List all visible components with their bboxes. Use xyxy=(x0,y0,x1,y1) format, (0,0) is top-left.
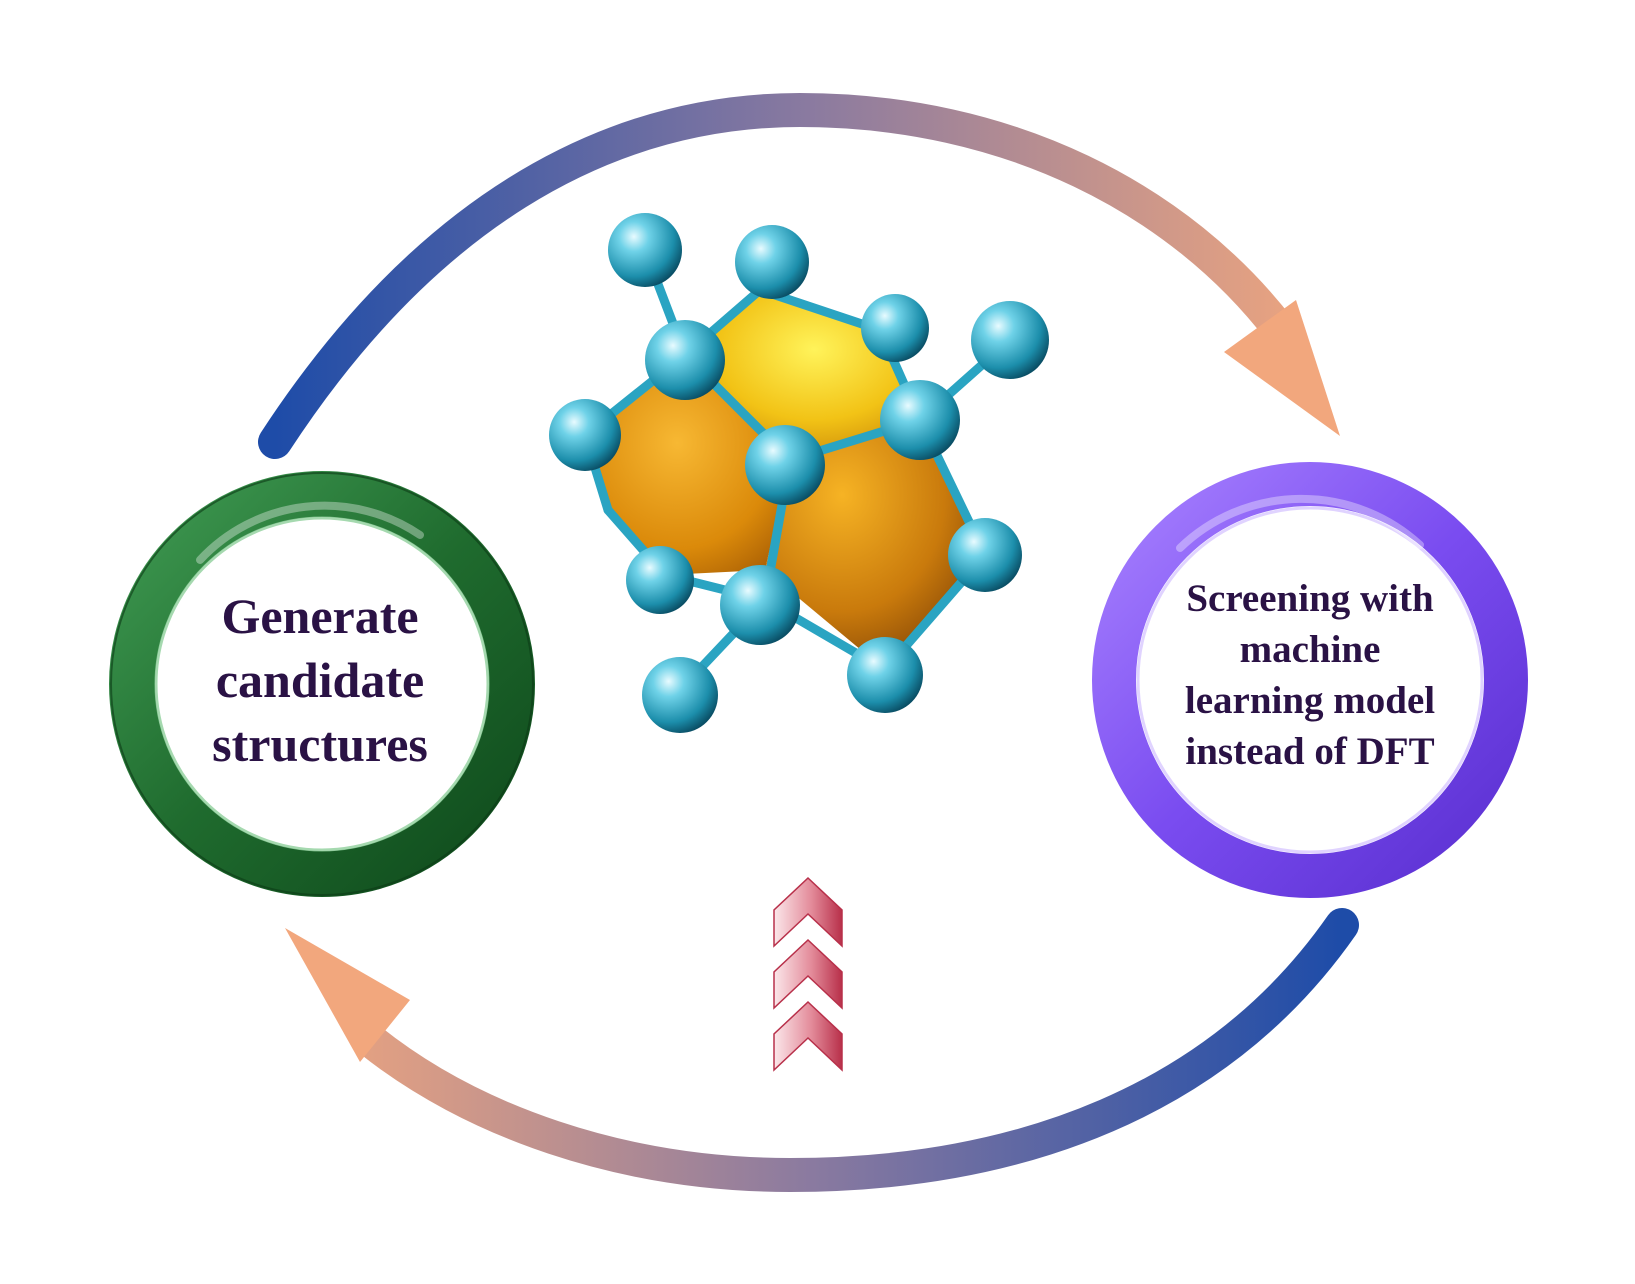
screening-label-line: learning model xyxy=(1184,679,1436,722)
atom xyxy=(948,518,1022,592)
top-arrowhead-icon xyxy=(1224,300,1340,436)
screening-node-label: Screening with machine learning model in… xyxy=(1125,565,1495,785)
generate-node-ring xyxy=(109,471,535,897)
cage-face-top xyxy=(685,290,920,460)
atom xyxy=(645,320,725,400)
chevron-up-icon xyxy=(773,938,843,1010)
bottom-arrowhead-icon xyxy=(285,928,410,1062)
chevron-up-icon xyxy=(773,1000,843,1072)
screening-label-line: machine xyxy=(1239,628,1381,671)
atom xyxy=(626,546,694,614)
screening-label-line: instead of DFT xyxy=(1185,730,1435,773)
atom xyxy=(735,225,809,299)
screening-node-ring xyxy=(1092,462,1528,898)
bottom-cycle-arrow xyxy=(285,908,1359,1193)
atom xyxy=(642,657,718,733)
chevron-up-icon xyxy=(773,876,843,948)
cage-atoms xyxy=(549,213,1049,733)
atom xyxy=(745,425,825,505)
atom xyxy=(971,301,1049,379)
generate-label-line: structures xyxy=(212,716,428,772)
atom xyxy=(847,637,923,713)
atom xyxy=(861,294,929,362)
atom xyxy=(549,399,621,471)
top-cycle-arrow xyxy=(258,92,1340,459)
atom xyxy=(880,380,960,460)
molecular-cage-icon xyxy=(549,213,1049,733)
atom xyxy=(608,213,682,287)
screening-label-line: Screening with xyxy=(1186,577,1434,620)
generate-label-line: candidate xyxy=(215,652,425,708)
generate-label-line: Generate xyxy=(221,588,419,644)
atom xyxy=(720,565,800,645)
chevron-stack xyxy=(773,876,843,1072)
generate-node-label: Generate candidate structures xyxy=(170,560,470,800)
